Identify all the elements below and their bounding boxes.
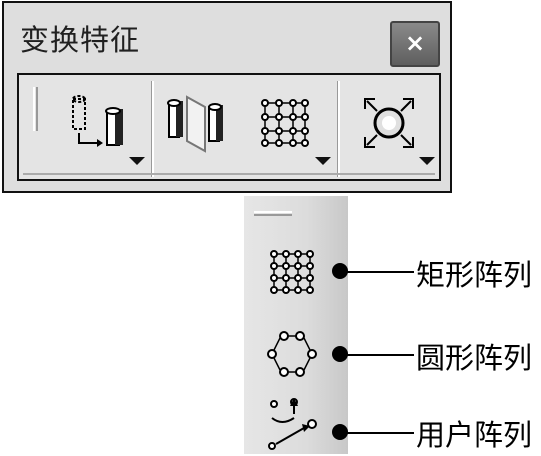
scale-icon [364,98,414,148]
user-pattern-button[interactable] [264,396,320,452]
toolbar-grip[interactable] [33,87,38,131]
rect-pattern-icon [270,250,314,294]
callout-dot [332,263,348,279]
circular-pattern-button[interactable] [264,326,320,382]
subtoolbar-grip[interactable] [254,211,292,216]
window-title: 变换特征 [20,23,141,57]
chevron-down-icon[interactable] [315,157,331,165]
toolbar-separator [151,81,154,177]
chevron-down-icon[interactable] [419,157,435,165]
user-pattern-icon [268,398,317,450]
toolbar-bottom-edge [23,173,435,175]
translate-button[interactable] [43,75,149,179]
callout-label-user: 用户阵列 [416,418,533,452]
callout-line [344,271,414,273]
tool-area [17,73,441,181]
callout-line [344,354,414,356]
circular-pattern-icon [267,331,317,377]
callout-line [344,432,414,434]
translate-icon [72,95,123,147]
mirror-icon [167,95,223,153]
rect-pattern-icon [261,99,309,147]
close-button[interactable]: × [390,21,440,67]
rectangular-pattern-button[interactable] [264,244,320,300]
toolbar-separator [337,81,340,177]
pattern-button[interactable] [245,75,335,179]
callout-label-rectangular: 矩形阵列 [416,258,533,292]
scale-button[interactable] [345,75,439,179]
callout-label-circular: 圆形阵列 [416,341,533,375]
callout-dot [332,424,348,440]
title-bar[interactable]: 变换特征 × [4,3,450,67]
close-icon: × [404,29,426,57]
pattern-subtoolbar [244,196,348,454]
callout-dot [332,346,348,362]
symmetry-button[interactable] [159,75,239,179]
chevron-down-icon[interactable] [129,157,145,165]
transform-features-toolbar: 变换特征 × [2,1,452,193]
